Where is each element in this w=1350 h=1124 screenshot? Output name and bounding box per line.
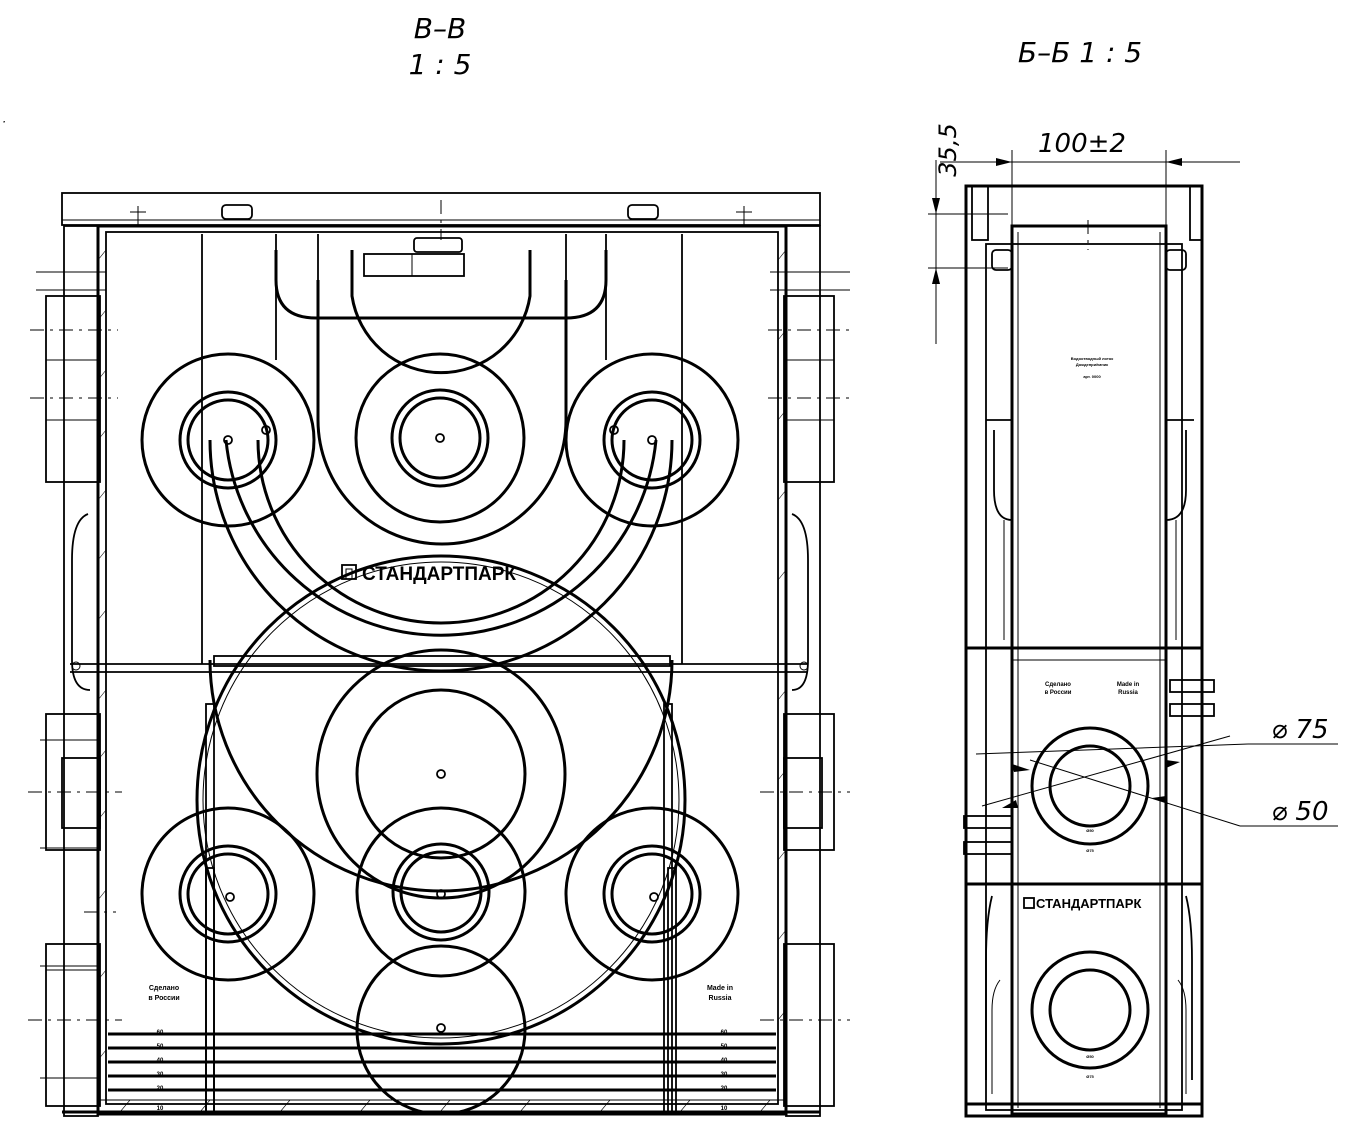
right-brand-label: СТАНДАРТПАРК — [1036, 896, 1141, 911]
right-top-label-1: Водоотводный лоток — [1071, 356, 1114, 361]
dim-dia-75: ⌀ 75 — [1271, 715, 1328, 745]
svg-text:10: 10 — [721, 1106, 728, 1112]
svg-text:40: 40 — [721, 1058, 728, 1064]
svg-text:40: 40 — [157, 1058, 164, 1064]
dim-width: 100±2 — [1038, 129, 1126, 159]
right-hole-lower-outer — [1030, 950, 1150, 1070]
right-hole-upper-outer — [1030, 726, 1150, 846]
svg-text:60: 60 — [157, 1030, 164, 1036]
view-right-title: Б–Б 1 : 5 — [1018, 36, 1142, 69]
corner-tick: · — [2, 115, 6, 129]
left-view: СТАНДАРТПАРК Сделано в России Made in Ru… — [28, 192, 850, 1117]
brand-label: СТАНДАРТПАРК — [362, 564, 516, 585]
right-hole-mark-3: Ø50 — [1086, 1054, 1094, 1059]
hole-top-center-outer — [354, 352, 526, 524]
wall-hatching — [97, 249, 787, 1113]
hole-bottom-right-outer — [564, 806, 740, 982]
hole-bottom-left-outer — [140, 806, 316, 982]
svg-text:50: 50 — [157, 1044, 164, 1050]
made-ru-line2: в России — [148, 995, 179, 1002]
svg-text:60: 60 — [721, 1030, 728, 1036]
hole-mid-center-outer — [315, 648, 567, 900]
hole-top-left-outer — [140, 352, 316, 528]
dim-dia-50: ⌀ 50 — [1271, 797, 1328, 827]
svg-text:30: 30 — [721, 1072, 728, 1078]
hole-bottom-lower-outer — [355, 944, 527, 1116]
right-hole-mark-1: Ø50 — [1086, 828, 1094, 833]
dim-height: 35,5 — [934, 123, 962, 176]
hole-bottom-center-outer — [355, 806, 527, 978]
made-en-line2: Russia — [709, 995, 732, 1002]
hole-top-right-outer — [564, 352, 740, 528]
svg-text:20: 20 — [157, 1086, 164, 1092]
right-made-en-1: Made in — [1117, 682, 1140, 688]
right-top-label-3: арт. 0000 — [1083, 374, 1101, 379]
view-left-name: В–В — [414, 12, 466, 45]
right-brand-logo-icon — [1023, 897, 1035, 909]
svg-text:30: 30 — [157, 1072, 164, 1078]
svg-text:20: 20 — [721, 1086, 728, 1092]
view-left-scale: 1 : 5 — [409, 48, 472, 81]
made-ru-line1: Сделано — [149, 985, 179, 992]
right-hole-mark-4: Ø75 — [1086, 1074, 1094, 1079]
svg-text:10: 10 — [157, 1106, 164, 1112]
right-made-en-2: Russia — [1118, 690, 1138, 696]
right-hole-mark-2: Ø75 — [1086, 848, 1094, 853]
right-made-ru-1: Сделано — [1045, 682, 1071, 688]
svg-text:50: 50 — [721, 1044, 728, 1050]
right-made-ru-2: в России — [1045, 690, 1072, 696]
level-scale-left: 60 50 40 30 20 10 — [157, 1030, 164, 1112]
level-scale-right: 60 50 40 30 20 10 — [721, 1030, 728, 1112]
made-en-line1: Made in — [707, 985, 733, 992]
overlay-ring — [195, 554, 687, 1046]
right-view: 100±2 35,5 — [928, 123, 1338, 1118]
right-top-label-2: Дождеприёмник — [1076, 362, 1108, 367]
